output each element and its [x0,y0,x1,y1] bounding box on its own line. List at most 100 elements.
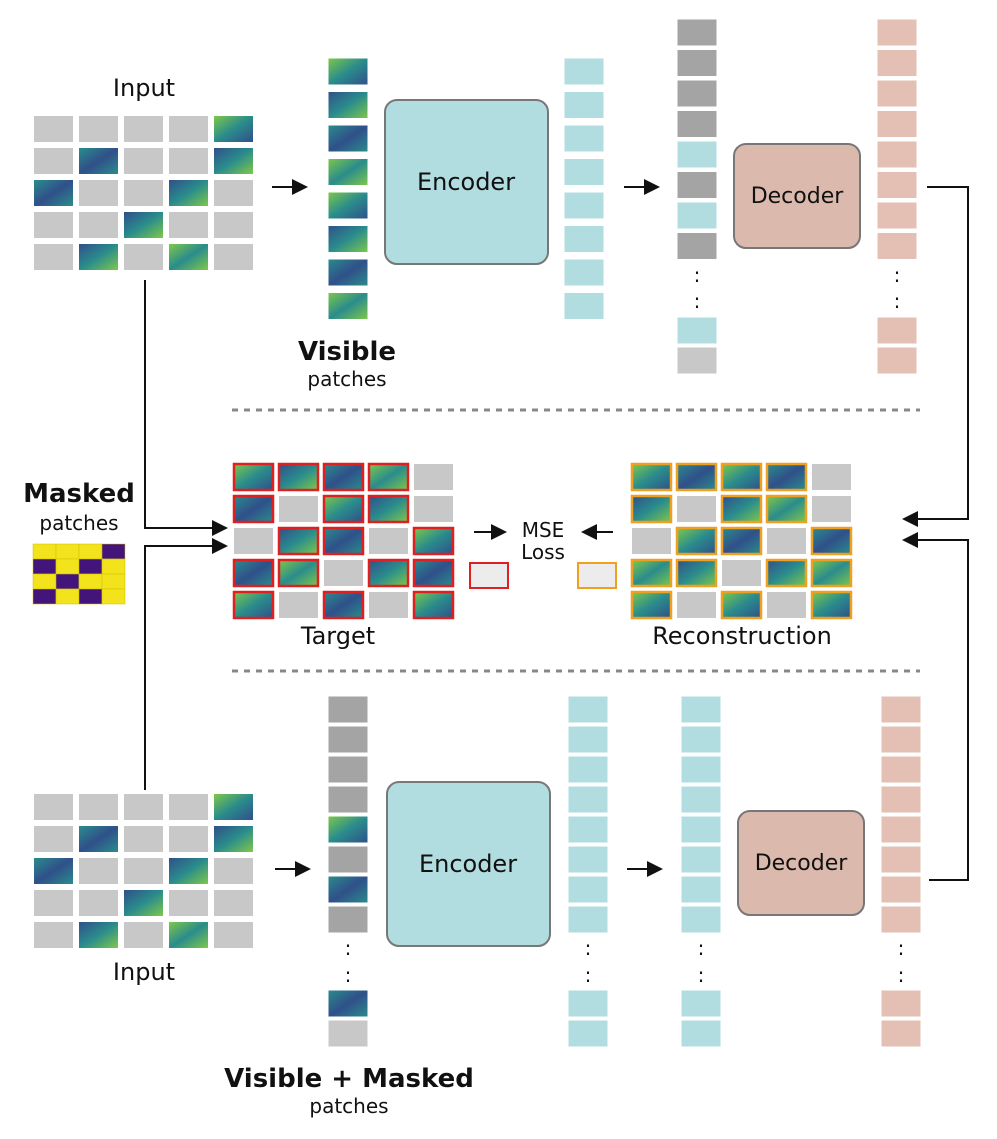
visible-title: Visible [298,337,396,367]
patch [79,826,118,852]
patch [322,494,365,524]
token [327,905,369,934]
token [680,815,722,844]
patch [630,558,673,588]
patch [412,526,455,556]
top-decoder-input-column: :: [676,18,718,375]
token [876,140,918,169]
token [676,18,718,47]
top-decoder-output-column: :: [876,18,918,375]
patch [675,526,718,556]
patch [812,464,851,490]
token [327,158,369,186]
bottom-visible-masked-column: :: [327,695,369,1048]
token [880,785,922,814]
loss-line1: MSE [522,518,565,542]
mask-pattern [32,543,126,605]
token [680,989,722,1018]
recon-legend-box [577,562,617,589]
mask-cell [101,543,126,560]
patch [79,148,118,174]
mask-cell [78,558,103,575]
mask-cell [32,573,57,590]
token [680,785,722,814]
token [680,875,722,904]
masked-title: Masked [23,479,135,509]
token [876,79,918,108]
patch [810,558,853,588]
token [327,989,369,1018]
patch [810,590,853,620]
patch [720,526,763,556]
patch [169,212,208,238]
token [876,316,918,345]
bottom-encoder-box [386,781,551,947]
token [876,232,918,260]
ellipsis: : [345,936,352,960]
token [680,695,722,724]
patch [169,890,208,916]
patch [124,116,163,142]
token [563,124,605,153]
mask-cell [55,588,80,605]
patch [34,826,73,852]
patch [34,922,73,948]
token [880,725,922,754]
top-encoder-box [384,99,549,265]
patch [214,212,253,238]
mask-cell [32,558,57,575]
token [680,1019,722,1048]
patch [214,244,253,270]
top-encoder-output-column [563,57,605,320]
patch [124,212,163,238]
patch [367,462,410,492]
bottom-encoder-label: Encoder [419,850,517,878]
token [876,201,918,230]
token [563,225,605,253]
patch [124,244,163,270]
patch [214,890,253,916]
top-input-label: Input [113,74,175,102]
patch [675,558,718,588]
token [327,225,369,253]
ellipsis: : [894,263,901,287]
mask-cell [32,543,57,560]
ellipsis: : [898,963,905,987]
token [567,815,609,844]
patch [34,180,73,206]
patch [232,558,275,588]
patch [720,494,763,524]
patch [169,922,208,948]
patch [232,462,275,492]
patch [79,212,118,238]
token [567,875,609,904]
patch [214,116,253,142]
token [880,875,922,904]
target-legend-box [469,562,509,589]
ellipsis: : [694,289,701,313]
patch [234,528,273,554]
token [676,49,718,77]
token [680,725,722,754]
patch [367,494,410,524]
patch [279,496,318,522]
bottom-decoder-output-column: :: [880,695,922,1048]
token [327,57,369,86]
bottom-input-grid [34,794,253,948]
mask-cell [55,573,80,590]
patch [34,890,73,916]
token [327,875,369,904]
token [563,191,605,220]
token [676,79,718,108]
patch [812,496,851,522]
patch [279,592,318,618]
patch [369,528,408,554]
patch [810,526,853,556]
token [327,292,369,320]
mask-cell [55,558,80,575]
reconstruction-label: Reconstruction [652,622,832,650]
patch [677,496,716,522]
token [327,725,369,754]
target-label: Target [300,622,375,650]
patch [169,148,208,174]
